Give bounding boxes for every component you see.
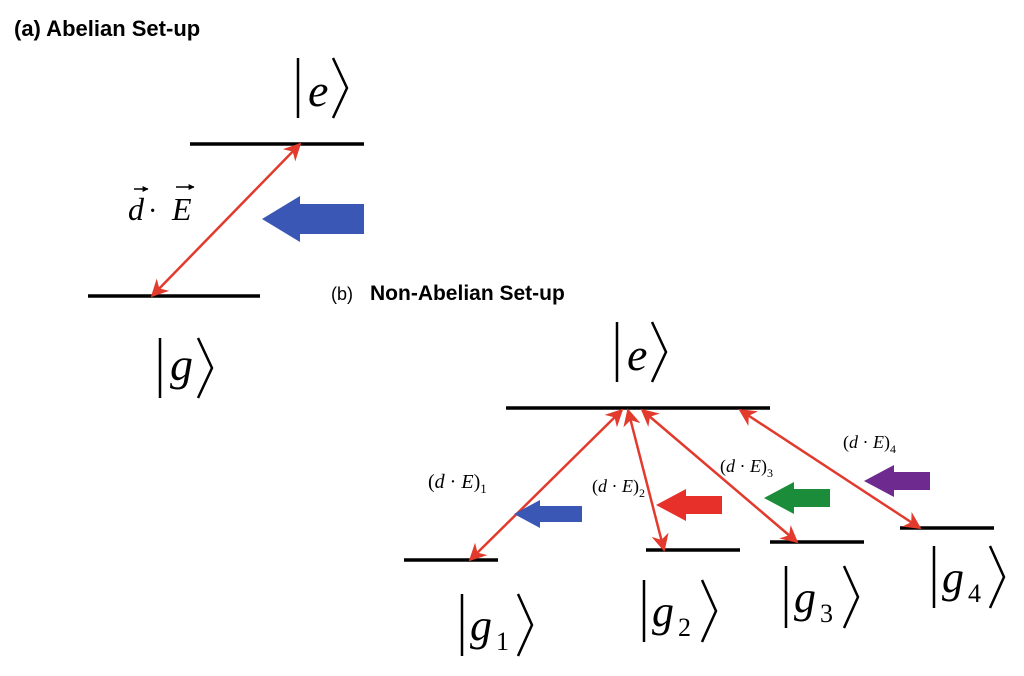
svg-text:3: 3 (820, 599, 833, 628)
panel-b-ground-ket-1: g 1 (460, 593, 534, 657)
panel-b-title-prefix: (b) (331, 284, 353, 304)
panel-b-field-arrow-3 (764, 482, 830, 514)
panel-a-ground-ket: g (158, 337, 214, 399)
panel-a-coupling-d: d (128, 191, 145, 227)
panel-b-ground-ket-4: g 4 (932, 545, 1006, 609)
svg-text:(d · E)1: (d · E)1 (428, 471, 487, 496)
panel-b-field-arrow-1 (514, 500, 582, 528)
panel-a-title: (a) Abelian Set-up (14, 16, 200, 41)
panel-b-coupling-label-4: (d · E)4 (843, 432, 896, 456)
panel-b-transition-arrow-1 (468, 408, 624, 562)
panel-b-excited-label: e (627, 329, 647, 380)
panel-a-ground-label: g (170, 339, 193, 390)
svg-text:2: 2 (678, 613, 691, 642)
panel-b-transition-arrow-3 (640, 408, 799, 544)
panel-a-coupling-e: E (171, 191, 192, 227)
panel-b-coupling-label-3: (d · E)3 (720, 456, 773, 480)
panel-a-transition-arrow (150, 142, 302, 298)
svg-text:g: g (794, 573, 816, 622)
panel-b-ground-ket-2: g 2 (642, 579, 718, 643)
panel-b-field-arrow-2 (656, 489, 722, 521)
panel-b-field-arrow-4 (864, 465, 930, 497)
panel-b-title: Non-Abelian Set-up (370, 282, 565, 305)
panel-a-coupling-dot: · (148, 196, 157, 227)
svg-text:1: 1 (496, 627, 509, 656)
svg-text:4: 4 (968, 579, 981, 608)
svg-text:g: g (470, 601, 492, 650)
svg-text:(d · E)3: (d · E)3 (720, 456, 773, 480)
panel-b-coupling-label-1: (d · E)1 (428, 471, 487, 496)
panel-a-coupling-label: d · E (128, 184, 195, 227)
panel-a-field-arrow (262, 196, 364, 242)
svg-text:(d · E)4: (d · E)4 (843, 432, 896, 456)
panel-b-excited-ket: e (615, 321, 668, 383)
panel-b-ground-ket-3: g 3 (784, 565, 860, 629)
svg-text:g: g (942, 553, 964, 602)
panel-a-excited-label: e (308, 65, 328, 116)
panel-b-coupling-label-2: (d · E)2 (592, 476, 645, 500)
panel-b-transition-arrow-4 (738, 408, 922, 530)
svg-text:(d · E)2: (d · E)2 (592, 476, 645, 500)
panel-a-excited-ket: e (296, 57, 349, 119)
svg-text:g: g (652, 587, 674, 636)
